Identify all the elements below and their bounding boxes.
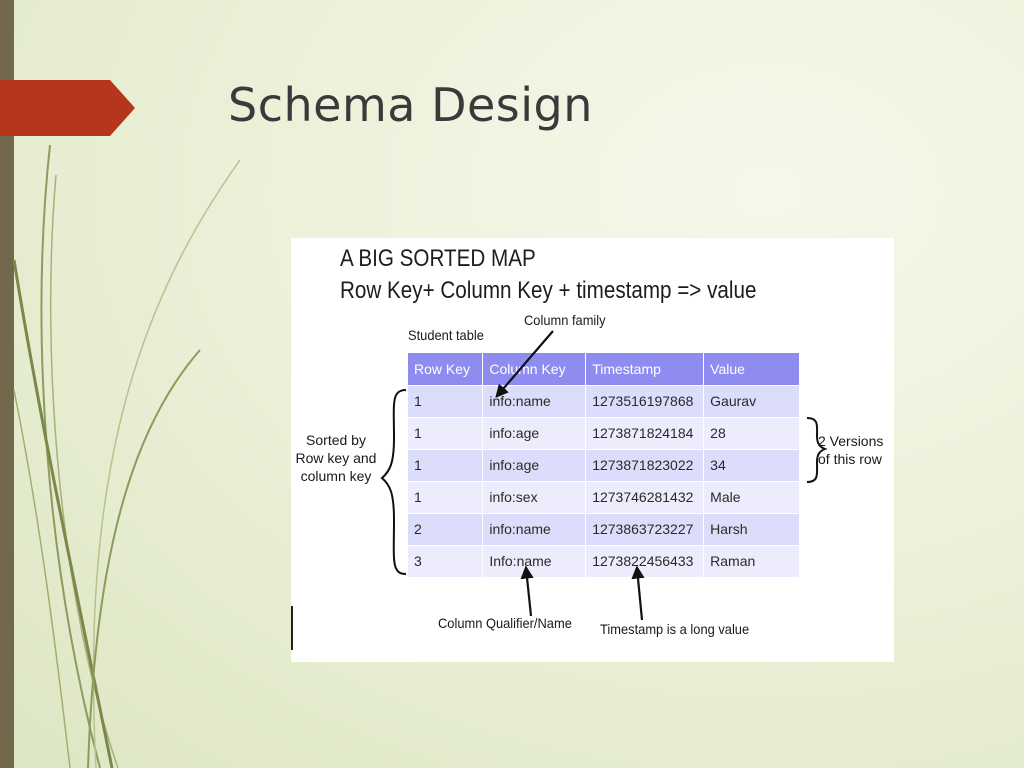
table-row: 1 info:name 1273516197868 Gaurav bbox=[408, 384, 800, 417]
column-qualifier-label: Column Qualifier/Name bbox=[438, 615, 572, 631]
table-row: 3 Info:name 1273822456433 Raman bbox=[408, 544, 800, 577]
cell-timestamp: 1273871824184 bbox=[585, 416, 705, 449]
slide-title: Schema Design bbox=[228, 78, 593, 132]
cell-row-key: 1 bbox=[408, 480, 484, 513]
cell-row-key: 3 bbox=[408, 544, 484, 577]
table-label: Student table bbox=[408, 327, 484, 343]
cell-value: Male bbox=[703, 480, 800, 513]
cell-timestamp: 1273863723227 bbox=[585, 512, 705, 545]
left-border-bar bbox=[0, 0, 14, 768]
cell-column-key: Info:name bbox=[482, 544, 587, 577]
cell-value: Raman bbox=[703, 544, 800, 577]
cell-column-key: info:name bbox=[482, 512, 587, 545]
cell-row-key: 2 bbox=[408, 512, 484, 545]
timestamp-label: Timestamp is a long value bbox=[600, 621, 750, 637]
cell-column-key: info:age bbox=[482, 416, 587, 449]
table-header-row: Row Key Column Key Timestamp Value bbox=[408, 353, 800, 385]
cell-row-key: 1 bbox=[408, 416, 484, 449]
cell-column-key: info:sex bbox=[482, 480, 587, 513]
table-row: 1 info:age 1273871823022 34 bbox=[408, 448, 800, 481]
student-table: Row Key Column Key Timestamp Value 1 inf… bbox=[408, 353, 800, 577]
column-family-label: Column family bbox=[524, 312, 606, 328]
cell-row-key: 1 bbox=[408, 384, 484, 417]
header-value: Value bbox=[703, 353, 800, 385]
cell-value: Gaurav bbox=[703, 384, 800, 417]
table-row: 2 info:name 1273863723227 Harsh bbox=[408, 512, 800, 545]
title-arrow-shape bbox=[0, 80, 135, 136]
decorative-curves bbox=[12, 144, 241, 768]
versions-label: 2 Versions of this row bbox=[818, 433, 884, 467]
cell-value: 34 bbox=[703, 448, 800, 481]
cell-timestamp: 1273822456433 bbox=[585, 544, 705, 577]
cell-timestamp: 1273516197868 bbox=[585, 384, 705, 417]
cell-timestamp: 1273746281432 bbox=[585, 480, 705, 513]
cell-column-key: info:age bbox=[482, 448, 587, 481]
figure-subheading: Row Key+ Column Key + timestamp => value bbox=[340, 277, 757, 304]
sorted-by-label: Sorted by Row key and column key bbox=[295, 432, 377, 484]
header-row-key: Row Key bbox=[408, 353, 484, 385]
schema-figure: A BIG SORTED MAP Row Key+ Column Key + t… bbox=[291, 238, 894, 662]
table-row: 1 info:sex 1273746281432 Male bbox=[408, 480, 800, 513]
cell-value: Harsh bbox=[703, 512, 800, 545]
cell-column-key: info:name bbox=[482, 384, 587, 417]
cell-value: 28 bbox=[703, 416, 800, 449]
cell-row-key: 1 bbox=[408, 448, 484, 481]
header-column-key: Column Key bbox=[482, 353, 587, 385]
figure-heading: A BIG SORTED MAP bbox=[340, 245, 536, 272]
sorted-brace bbox=[380, 389, 407, 575]
cell-timestamp: 1273871823022 bbox=[585, 448, 705, 481]
table-row: 1 info:age 1273871824184 28 bbox=[408, 416, 800, 449]
text-cursor bbox=[291, 606, 293, 650]
header-timestamp: Timestamp bbox=[585, 353, 705, 385]
